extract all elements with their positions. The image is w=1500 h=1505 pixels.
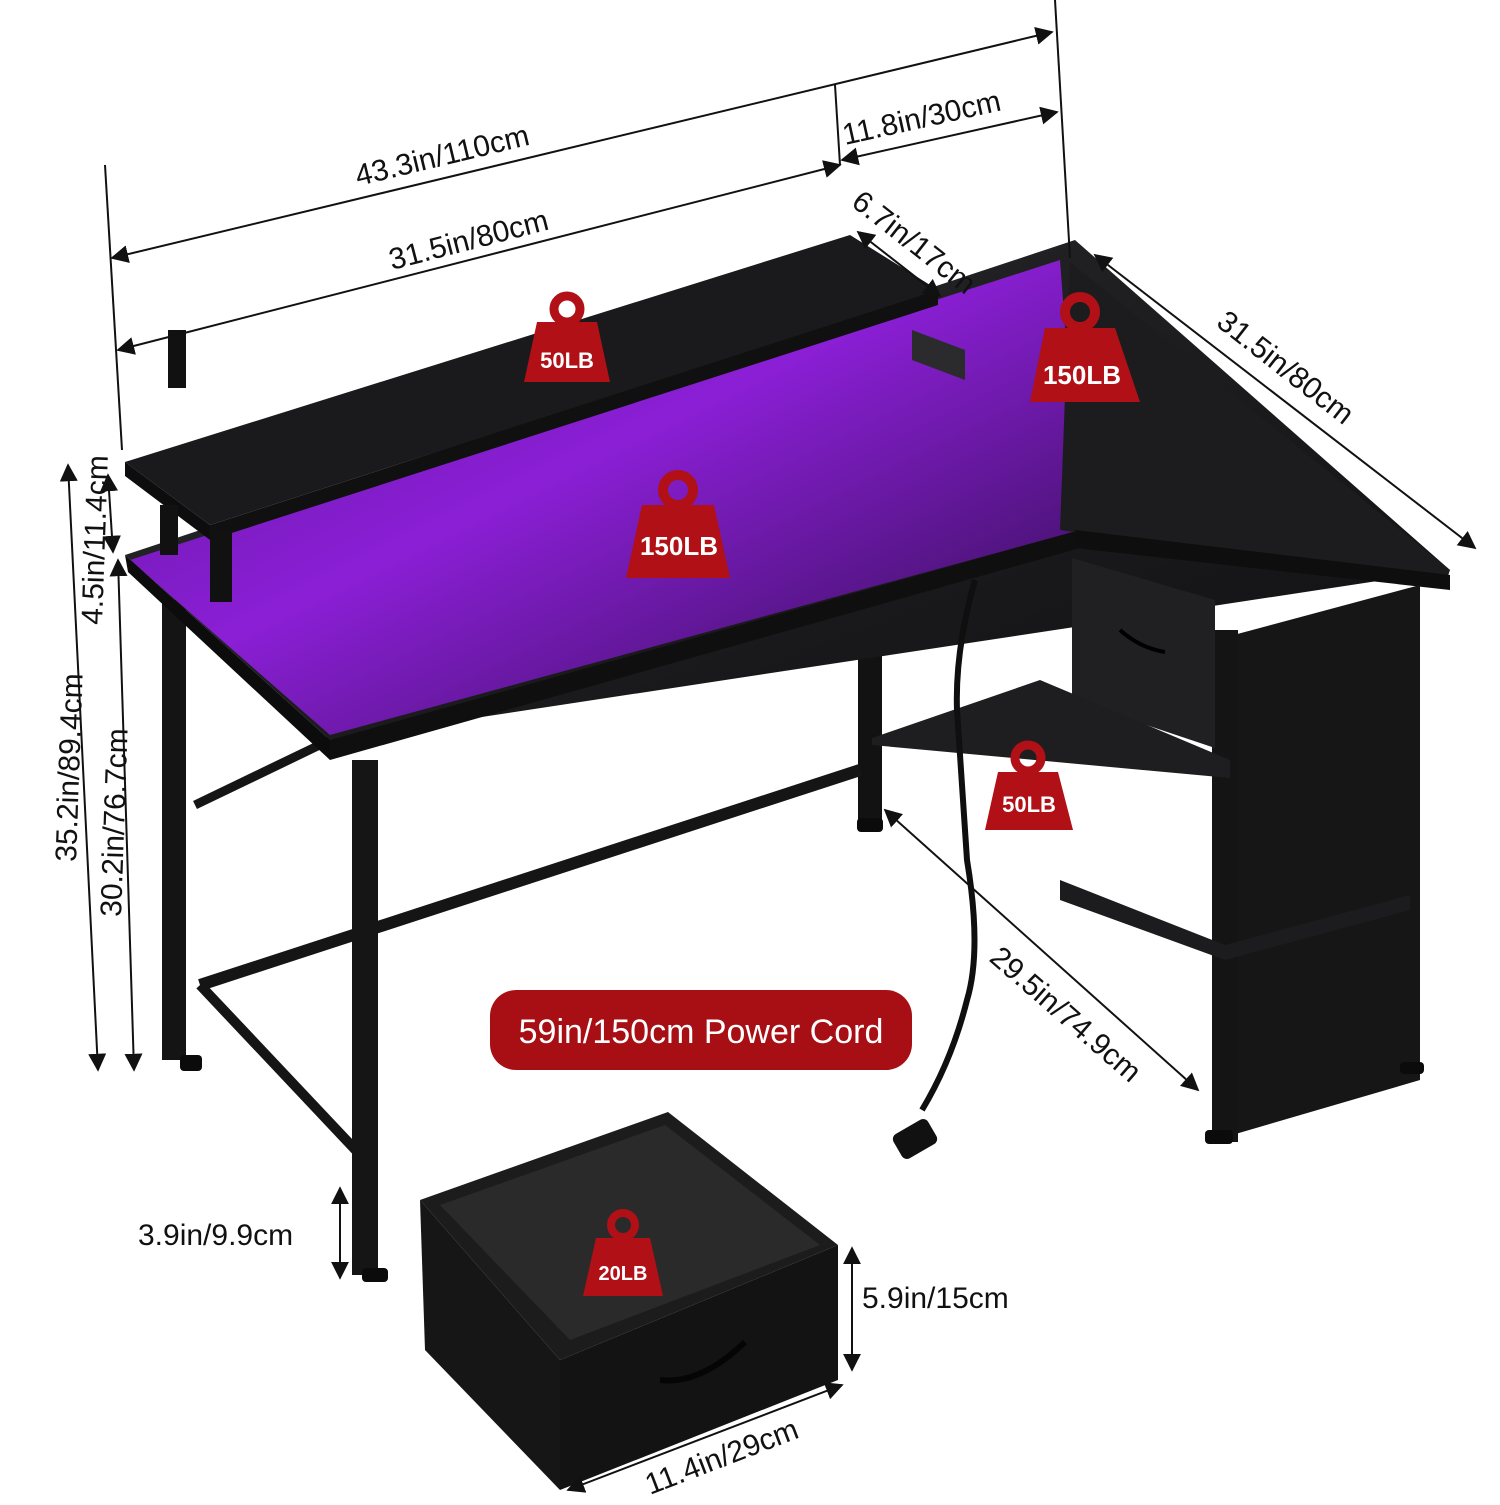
weight-badge-monitor-shelf: 50LB	[524, 291, 610, 382]
dim-riser-height-label: 4.5in/11.4cm	[76, 455, 115, 626]
dim-leg-clearance-label: 29.5in/74.9cm	[983, 940, 1147, 1089]
weight-badge-drawer: 20LB	[583, 1209, 663, 1296]
weight-label: 50LB	[540, 348, 594, 373]
weight-icon	[1010, 740, 1046, 776]
dim-main-width-label: 31.5in/80cm	[385, 204, 551, 277]
weight-badge-storage-shelf: 50LB	[985, 740, 1073, 830]
weight-icon	[549, 291, 585, 327]
weight-label: 20LB	[599, 1263, 648, 1285]
weight-label: 150LB	[1043, 360, 1121, 390]
l-shaped-desk-illustration	[125, 235, 1450, 1282]
power-cord-label: 59in/150cm Power Cord	[519, 1013, 884, 1051]
dim-drawer-height-label: 5.9in/15cm	[862, 1282, 1009, 1315]
dim-total-width-label: 43.3in/110cm	[352, 119, 533, 193]
weight-icon	[1060, 292, 1100, 332]
dimension-lines	[59, 0, 1477, 1493]
weight-badge-desktop: 150LB	[626, 470, 730, 578]
dim-total-height-label: 35.2in/89.4cm	[50, 673, 90, 862]
weight-badge-l-return: 150LB	[1030, 292, 1140, 402]
weight-label: 50LB	[1002, 792, 1056, 817]
dim-foot-height-label: 3.9in/9.9cm	[138, 1219, 293, 1252]
dim-desk-height-label: 30.2in/76.7cm	[95, 728, 135, 917]
weight-label: 150LB	[640, 531, 718, 561]
weight-icon	[607, 1209, 639, 1241]
power-cord-banner: 59in/150cm Power Cord	[490, 990, 912, 1070]
